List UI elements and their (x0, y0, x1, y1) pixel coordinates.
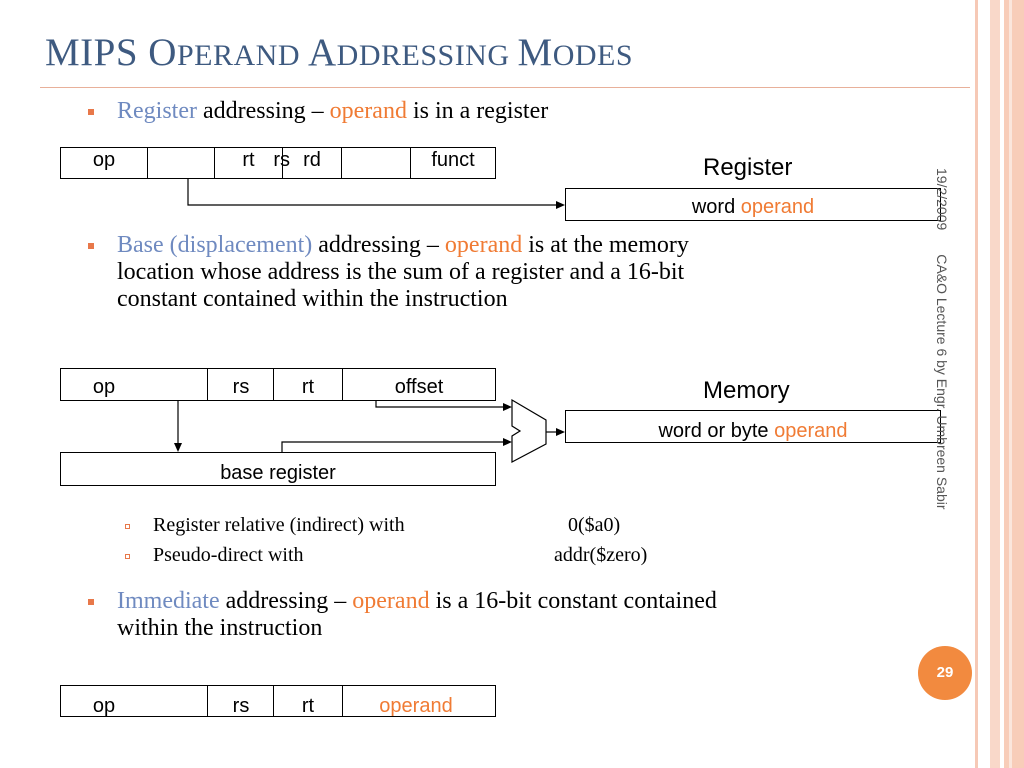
divider (147, 148, 148, 178)
bullet-base-addressing: Base (displacement) addressing – operand… (117, 232, 689, 312)
divider (282, 148, 283, 178)
divider (214, 148, 215, 178)
memory-target-text: word or byte operand (658, 420, 848, 442)
register-target-box: word operand (565, 188, 941, 221)
sub-bullet-example: addr($zero) (554, 544, 648, 566)
divider (342, 686, 343, 716)
divider (273, 369, 274, 400)
divider (207, 369, 208, 400)
sub-bullet-pseudo-direct: Pseudo-direct with (153, 544, 304, 566)
decor-stripe (1009, 0, 1012, 768)
field-rs: rs (232, 695, 250, 717)
memory-target-box: word or byte operand (565, 410, 941, 443)
bullet-marker (88, 109, 94, 115)
register-title: Register (703, 154, 793, 181)
field-rt: rt (242, 149, 255, 171)
sub-bullet-register-relative: Register relative (indirect) with (153, 514, 405, 536)
divider (342, 369, 343, 400)
field-rs: rs (232, 376, 250, 398)
sub-bullet-marker (125, 524, 130, 529)
instruction-format-immediate: op rs rt operand (60, 685, 496, 717)
page-number-badge: 29 (918, 646, 972, 700)
title-rule (40, 87, 970, 88)
field-offset: offset (394, 376, 444, 398)
decor-stripe (975, 0, 978, 768)
divider (207, 686, 208, 716)
bullet-marker (88, 599, 94, 605)
divider (341, 148, 342, 178)
side-footer-text: 19/2/2009CA&O Lecture 6 by Engr. Umbreen… (934, 168, 950, 510)
bullet-immediate-addressing: Immediate addressing – operand is a 16-b… (117, 588, 717, 641)
base-register-label: base register (220, 462, 336, 484)
base-register-box: base register (60, 452, 496, 486)
field-rs: rs (148, 148, 300, 178)
divider (273, 686, 274, 716)
sub-bullet-example: 0($a0) (568, 514, 621, 536)
register-target-text: word operand (691, 196, 815, 218)
field-rt: rt (301, 376, 315, 398)
field-op: op (92, 149, 116, 171)
bullet-register-addressing: Register addressing – operand is in a re… (117, 98, 549, 124)
field-rt: rt (301, 695, 315, 717)
field-op: op (92, 695, 116, 717)
field-op: op (92, 376, 116, 398)
sub-bullet-marker (125, 554, 130, 559)
divider (410, 148, 411, 178)
bullet-marker (88, 243, 94, 249)
field-operand: operand (379, 695, 453, 717)
field-rd: rd (303, 149, 321, 171)
field-funct: funct (431, 149, 475, 171)
page-title: MIPS OPERAND ADDRESSING MODES (45, 31, 634, 74)
memory-title: Memory (703, 377, 790, 404)
decor-stripe (990, 0, 1000, 768)
instruction-format-base: op rs rt offset (60, 368, 496, 401)
instruction-format-register: op rs rt rd funct (60, 147, 496, 179)
